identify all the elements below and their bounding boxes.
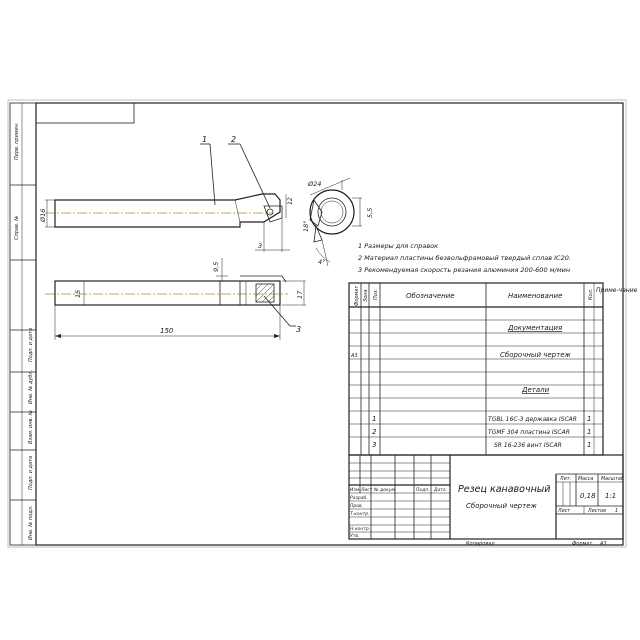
spec-header-pos: Поз. — [373, 289, 379, 300]
spec-header-designation: Обозначение — [406, 292, 455, 300]
tb-tcontrol: Т.контр. — [350, 511, 370, 517]
dim-17: 17 — [296, 290, 304, 299]
tb-date: Дата — [433, 487, 446, 493]
stamp-vzam-inv: Взам. инв. № — [28, 410, 34, 444]
holder-top-view: Ø16 12 3 — [39, 193, 294, 252]
tb-mass-header: Масса — [578, 476, 593, 482]
dim-d24: Ø24 — [307, 180, 321, 188]
left-stamp-column: Перв. примен. Справ. № Подп. и дата Инв.… — [9, 102, 37, 546]
top-left-stamp — [35, 102, 135, 124]
tb-list: Лист — [360, 487, 373, 493]
dim-18deg: 18° — [302, 220, 310, 232]
dim-3-top: 3 — [258, 242, 262, 250]
spec-header-name: Наименование — [508, 292, 562, 300]
tb-approved: Утв. — [350, 533, 359, 539]
technical-notes: 1 Размеры для справок 2 Материал пластин… — [358, 242, 571, 274]
tb-sign: Подп. — [416, 487, 430, 493]
tb-mass-value: 0,18 — [580, 492, 596, 500]
leaders-top: 1 2 — [200, 135, 271, 209]
format-value: А3 — [599, 541, 607, 547]
copied-label: Копировал — [466, 541, 495, 547]
spec-row-2-qty: 1 — [587, 428, 591, 436]
stamp-podp-data-2: Подп. и дата — [28, 456, 34, 490]
tb-ncontrol: Н.контр. — [350, 526, 370, 532]
tb-sheets-label: Листов — [587, 508, 606, 514]
specification-table: Формат Зона Поз. Обозначение Наименовани… — [348, 282, 638, 456]
spec-assembly-drawing: Сборочный чертеж — [500, 351, 571, 359]
dim-4deg: 4° — [318, 258, 325, 266]
stamp-perv-primen: Перв. примен. — [14, 122, 20, 160]
dim-150: 150 — [160, 327, 174, 335]
stamp-inv-dubl: Инв. № дубл. — [28, 370, 34, 404]
spec-header-format: Формат — [354, 285, 360, 306]
spec-row-1-pos: 1 — [372, 415, 376, 423]
dim-15: 15 — [74, 290, 82, 298]
drawing-title: Резец канавочный — [458, 484, 550, 495]
spec-section-parts: Детали — [521, 386, 550, 394]
holder-side-view: 15 9,5 17 150 3 — [45, 258, 306, 340]
tb-sheet-label: Лист — [557, 508, 570, 514]
tb-scale-header: Масштаб — [601, 476, 624, 482]
leader-1: 1 — [202, 135, 207, 144]
spec-row-2-name: TGMF 304 пластина ISCAR — [488, 429, 570, 436]
end-view: Ø24 5,5 18° 4° — [302, 177, 374, 267]
spec-row-3-pos: 3 — [372, 441, 376, 449]
tb-izm: Изм. — [350, 487, 361, 493]
spec-header-zone: Зона — [363, 289, 369, 302]
sheet-outer-border — [7, 99, 627, 548]
stamp-sprav-no: Справ. № — [14, 216, 20, 240]
note-2: 2 Материал пластины безвольфрамовый твер… — [358, 254, 571, 262]
spec-a3: А3 — [350, 353, 358, 359]
spec-row-2-pos: 2 — [372, 428, 377, 436]
stamp-inv-podl: Инв. № подл. — [28, 506, 34, 541]
dim-9-5: 9,5 — [212, 262, 220, 272]
tb-sheets-count: 1 — [615, 508, 618, 514]
dim-d16: Ø16 — [39, 209, 47, 223]
drawing-doc-type: Сборочный чертеж — [466, 502, 537, 510]
stamp-podp-data-1: Подп. и дата — [28, 328, 34, 362]
spec-section-documentation: Документация — [507, 324, 562, 332]
title-block: Изм. Лист № докум. Подп. Дата Разраб. Пр… — [348, 454, 624, 540]
spec-header-qty: Кол. — [588, 289, 594, 300]
tb-developed: Разраб. — [350, 495, 368, 501]
tb-checked: Пров. — [350, 503, 363, 509]
tb-docnum: № докум. — [373, 487, 396, 493]
note-3: 3 Рекомендуемая скорость резания алюмини… — [358, 266, 570, 274]
spec-row-3-name: SR 16-236 винт ISCAR — [494, 442, 562, 449]
format-label: Формат — [572, 541, 593, 547]
note-1: 1 Размеры для справок — [358, 242, 438, 250]
tb-scale-value: 1:1 — [605, 492, 616, 500]
tb-lit-header: Лит. — [559, 476, 571, 482]
spec-header-note: Приме-чание — [596, 287, 638, 294]
leader-2: 2 — [231, 135, 236, 144]
dim-5-5: 5,5 — [366, 208, 374, 218]
leader-3: 3 — [296, 325, 301, 334]
spec-row-1-name: TGBL 16C-3 державка ISCAR — [488, 416, 577, 423]
spec-row-1-qty: 1 — [587, 415, 591, 423]
dim-12: 12 — [287, 197, 294, 205]
spec-row-3-qty: 1 — [587, 441, 591, 449]
